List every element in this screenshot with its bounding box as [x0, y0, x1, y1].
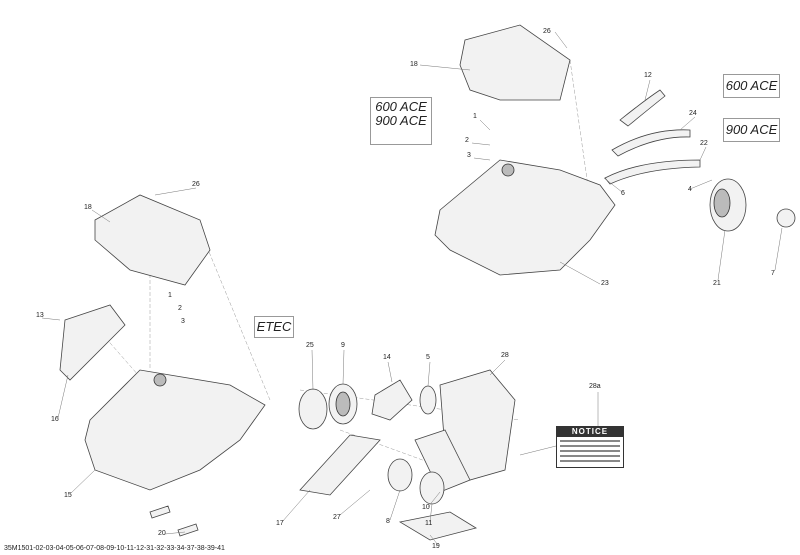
notice-label: NOTICE: [556, 426, 624, 468]
callout: 25: [306, 342, 314, 349]
ace600-box: 600 ACE: [723, 74, 780, 98]
pad-20b: [177, 523, 199, 537]
callout: 18: [410, 61, 418, 68]
callout: 17: [276, 520, 284, 527]
callout: 11: [425, 520, 433, 527]
clamp-7: [776, 208, 796, 228]
etec-box: ETEC: [254, 316, 294, 338]
air-silencer-base-left: [84, 369, 266, 491]
hose-12: [619, 89, 666, 127]
pad-20a: [149, 505, 171, 519]
callout: 18: [84, 204, 92, 211]
boot-11: [419, 471, 445, 505]
callout: 15: [64, 492, 72, 499]
callout: 2: [178, 305, 182, 312]
callout: 3: [467, 152, 471, 159]
callout: 12: [644, 72, 652, 79]
callout: 2: [465, 137, 469, 144]
callout: 9: [341, 342, 345, 349]
callout: 21: [713, 280, 721, 287]
callout: 10: [422, 504, 430, 511]
drawing-code: 35M1501-02-03-04-05-06-07-08-09-10-11-12…: [4, 545, 225, 552]
callout: 20: [158, 530, 166, 537]
o-ring-5: [419, 385, 437, 415]
callout: 28a: [589, 383, 601, 390]
gasket-19: [398, 511, 478, 541]
grommet-left: [153, 373, 167, 387]
bracket-17: [299, 434, 381, 496]
clamp-25: [298, 388, 328, 430]
air-silencer-base-top: [434, 159, 616, 276]
callout: 5: [426, 354, 430, 361]
callout: 1: [473, 113, 477, 120]
grommet-top: [501, 163, 515, 177]
callout: 19: [432, 543, 440, 550]
callout: 27: [333, 514, 341, 521]
callout: 8: [386, 518, 390, 525]
callout: 3: [181, 318, 185, 325]
air-silencer-cover-left: [94, 194, 211, 286]
notice-title: NOTICE: [557, 427, 623, 437]
callout: 22: [700, 140, 708, 147]
ace900-box: 900 ACE: [723, 118, 780, 142]
adapter-14: [371, 379, 413, 421]
engine-models-box: 600 ACE 900 ACE: [370, 97, 432, 145]
callout: 13: [36, 312, 44, 319]
callout: 7: [771, 270, 775, 277]
callout: 28: [501, 352, 509, 359]
callout: 26: [543, 28, 551, 35]
callout: 16: [51, 416, 59, 423]
callout: 6: [621, 190, 625, 197]
panel-16: [59, 304, 126, 381]
callout: 24: [689, 110, 697, 117]
callout: 14: [383, 354, 391, 361]
engine-label-600: 600 ACE: [375, 99, 427, 114]
callout: 1: [168, 292, 172, 299]
boot-8: [387, 458, 413, 492]
callout: 23: [601, 280, 609, 287]
hose-24: [611, 129, 691, 157]
air-silencer-cover-top: [459, 24, 571, 101]
engine-label-900: 900 ACE: [375, 113, 427, 128]
hose-22: [604, 159, 701, 185]
callout: 26: [192, 181, 200, 188]
callout: 4: [688, 186, 692, 193]
